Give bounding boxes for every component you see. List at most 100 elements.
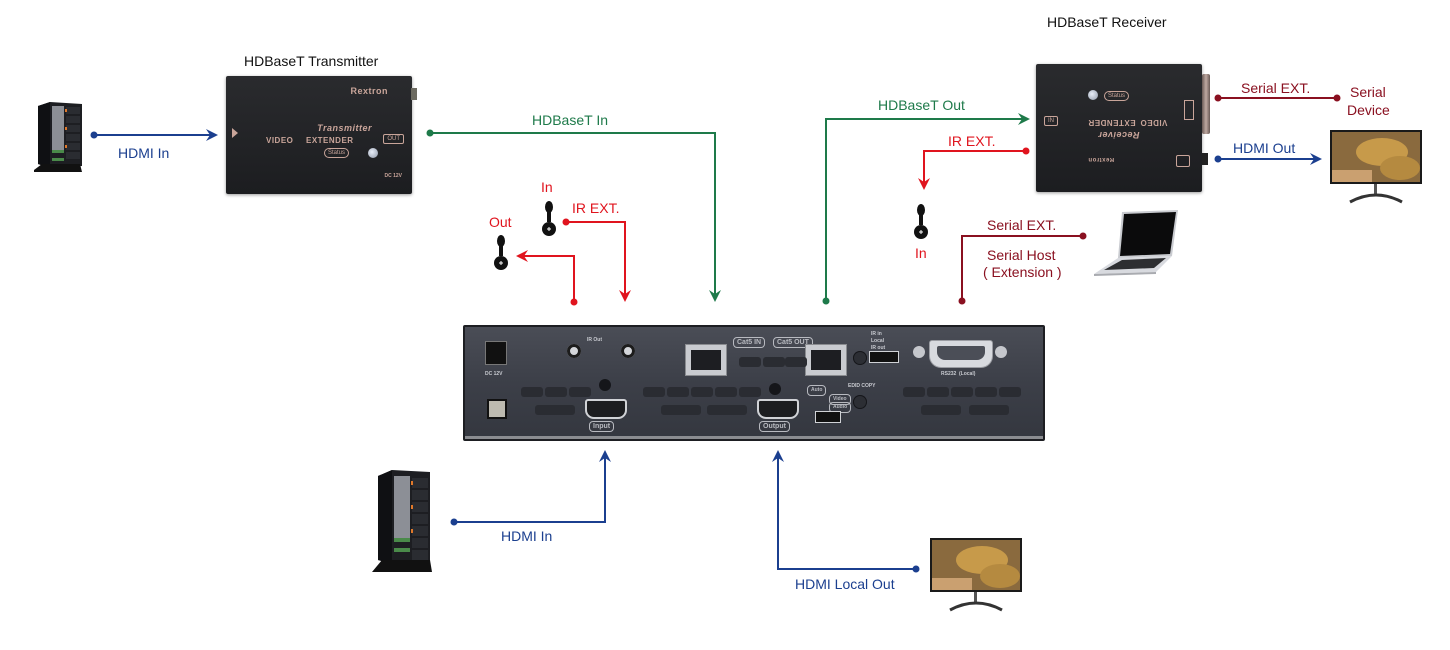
- wire-hdbaset-out: [822, 113, 1030, 305]
- rs232-screw-right: [995, 346, 1007, 358]
- main-unit-rear-panel: DC 12V IR Out Cat5 IN Cat5 OUT EDID COPY…: [463, 325, 1045, 441]
- receiver-model-video: VIDEO: [1140, 118, 1168, 127]
- cat5-in-label: Cat5 IN: [733, 337, 766, 348]
- transmitter-brand: Rextron: [350, 86, 388, 96]
- hdmi-input-port: [585, 399, 627, 419]
- transmitter-in-arrow-icon: [232, 128, 238, 138]
- hdbaset-transmitter: Rextron Transmitter VIDEO EXTENDER Statu…: [226, 76, 412, 194]
- receiver-brand: Rextron: [1088, 156, 1115, 162]
- label-ir-ext-left: IR EXT.: [572, 200, 620, 216]
- transmitter-title: HDBaseT Transmitter: [244, 53, 379, 69]
- vent: [921, 405, 961, 415]
- vent: [975, 387, 997, 397]
- rs232-label: RS232: [941, 371, 957, 377]
- server-tower-icon: [372, 470, 432, 572]
- label-serial-ext-device: Serial EXT.: [1241, 80, 1311, 96]
- wire-hdbaset-in: [426, 129, 721, 302]
- cat5-out-port: [805, 344, 847, 376]
- vent: [667, 387, 689, 397]
- transmitter-model-extender: EXTENDER: [306, 136, 354, 145]
- label-hdmi-out-right: HDMI Out: [1233, 140, 1296, 156]
- hdmi-input-label: Input: [589, 421, 615, 432]
- transmitter-out-label: OUT: [383, 134, 404, 144]
- transmitter-connector-icon: [411, 88, 417, 100]
- label-serial-host-line2: ( Extension ): [983, 264, 1062, 280]
- wire-hdmi-local-out: [772, 450, 920, 573]
- vent: [521, 387, 543, 397]
- label-hdmi-in-top: HDMI In: [118, 145, 170, 161]
- hdbaset-receiver: Status IN EXTENDER VIDEO Receiver Rextro…: [1036, 64, 1202, 192]
- edid-copy-label: EDID COPY: [848, 383, 876, 389]
- ir-out-jack: [621, 344, 635, 358]
- vent: [785, 357, 807, 367]
- receiver-in-label: IN: [1044, 116, 1058, 126]
- vent: [927, 387, 949, 397]
- label-serial-device-line2: Device: [1347, 102, 1390, 118]
- edid-button: [853, 351, 867, 365]
- cat5-out-label: Cat5 OUT: [773, 337, 813, 348]
- vent: [691, 387, 713, 397]
- main-power-label: DC 12V: [485, 371, 503, 377]
- cat5-in-port: [685, 344, 727, 376]
- wire-hdmi-out-right: [1214, 153, 1322, 165]
- label-hdbaset-out: HDBaseT Out: [878, 97, 965, 113]
- rs232-port: [929, 340, 993, 368]
- label-hdbaset-in: HDBaseT In: [532, 112, 608, 128]
- label-serial-ext-host: Serial EXT.: [987, 217, 1057, 233]
- input-screw: [599, 379, 611, 391]
- wire-ir-ext-out-left: [516, 250, 578, 306]
- output-screw: [769, 383, 781, 395]
- video-label: Video: [829, 394, 851, 405]
- label-ir-in-top: In: [541, 179, 553, 195]
- vent: [545, 387, 567, 397]
- reset-button: [853, 395, 867, 409]
- receiver-status-led: [1088, 90, 1098, 100]
- edid-dip-switch: [815, 411, 841, 423]
- label-hdmi-local-out: HDMI Local Out: [795, 576, 895, 592]
- monitor-icon: [1330, 130, 1422, 204]
- vent: [739, 357, 761, 367]
- transmitter-power-label: DC 12V: [384, 173, 402, 179]
- wire-ir-ext-right: [918, 147, 1030, 190]
- receiver-model-extender: EXTENDER: [1088, 118, 1136, 127]
- transmitter-status-led: [368, 148, 378, 158]
- ir-in-switch-label: IR in: [871, 331, 882, 337]
- ir-sensor-icon: [542, 201, 556, 236]
- ground-terminal: [487, 399, 507, 419]
- label-ir-ext-right: IR EXT.: [948, 133, 996, 149]
- laptop-icon: [1094, 210, 1178, 276]
- rs232-local-label: (Local): [959, 371, 976, 377]
- vent: [739, 387, 761, 397]
- hdmi-output-port: [757, 399, 799, 419]
- vent: [969, 405, 1009, 415]
- wire-hdmi-in-top: [90, 129, 218, 141]
- vent: [715, 387, 737, 397]
- receiver-status-label: Status: [1104, 91, 1130, 101]
- wire-serial-host: [958, 232, 1087, 305]
- receiver-model-line1: Receiver: [1098, 130, 1140, 140]
- vent: [763, 357, 785, 367]
- auto-label: Auto: [807, 385, 827, 396]
- rs232-screw-left: [913, 346, 925, 358]
- ir-sensor-icon: [494, 235, 508, 270]
- label-ir-out-top: Out: [489, 214, 512, 230]
- receiver-title: HDBaseT Receiver: [1047, 14, 1167, 30]
- wire-hdmi-in-bottom: [450, 450, 611, 526]
- label-ir-in-right: In: [915, 245, 927, 261]
- vent: [535, 405, 575, 415]
- receiver-dsub-connector-icon: [1202, 74, 1210, 134]
- wire-ir-ext-in-left: [562, 218, 631, 302]
- vent: [643, 387, 665, 397]
- label-serial-device-line1: Serial: [1350, 84, 1386, 100]
- server-tower-icon: [34, 102, 82, 172]
- dc-power-jack: [485, 341, 507, 365]
- transmitter-model-line1: Transmitter: [317, 123, 372, 133]
- receiver-rs232-icon: [1184, 100, 1194, 120]
- local-switch-label: Local: [871, 338, 885, 344]
- monitor-icon: [930, 538, 1022, 612]
- vent: [999, 387, 1021, 397]
- label-hdmi-in-bottom: HDMI In: [501, 528, 553, 544]
- transmitter-status-label: Status: [324, 148, 350, 158]
- transmitter-model-video: VIDEO: [266, 136, 294, 145]
